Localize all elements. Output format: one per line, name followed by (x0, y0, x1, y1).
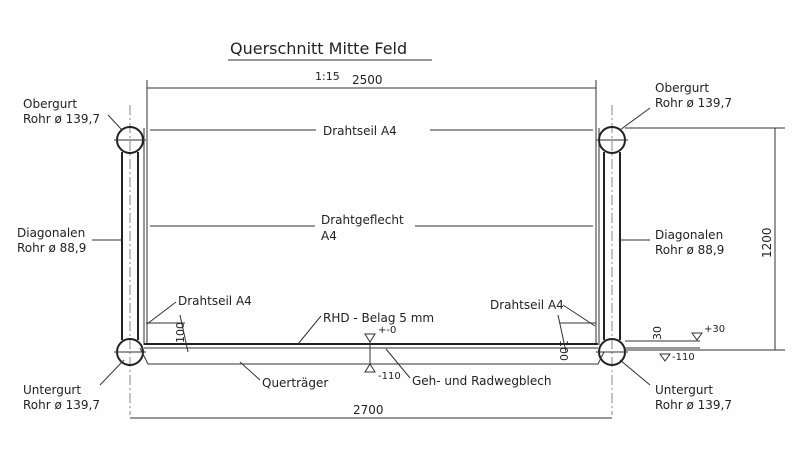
label-belag: RHD - Belag 5 mm (323, 311, 434, 325)
dim-1200: 1200 (760, 227, 774, 258)
dim-2500: 2500 (352, 73, 383, 87)
label-obergurt-right-2: Rohr ø 139,7 (655, 96, 732, 110)
level-marker-right-bottom (659, 353, 671, 362)
scale-label: 1:15 (315, 70, 340, 83)
label-untergurt-right-1: Untergurt (655, 383, 713, 397)
label-diagonalen-left-2: Rohr ø 88,9 (17, 241, 86, 255)
label-untergurt-left-1: Untergurt (23, 383, 81, 397)
label-quertraeger: Querträger (262, 376, 328, 390)
label-untergurt-left-2: Rohr ø 139,7 (23, 398, 100, 412)
dim-2700: 2700 (353, 403, 384, 417)
label-obergurt-left-1: Obergurt (23, 97, 77, 111)
level-deck: +-0 (378, 325, 396, 336)
left-post (114, 105, 148, 415)
level-marker-bottom (364, 363, 376, 373)
level-right-top: +30 (704, 324, 725, 335)
label-drahtgeflecht-1: Drahtgeflecht (321, 213, 404, 227)
label-obergurt-left-2: Rohr ø 139,7 (23, 112, 100, 126)
label-drahtseil-left: Drahtseil A4 (178, 294, 252, 308)
dim-100-right: 100 (557, 340, 570, 361)
label-diagonalen-left-1: Diagonalen (17, 226, 85, 240)
dim-30: 30 (651, 326, 664, 340)
drawing-title: Querschnitt Mitte Feld (230, 39, 407, 58)
right-post (595, 105, 628, 415)
label-drahtgeflecht-2: A4 (321, 229, 337, 243)
level-bottom: -110 (378, 371, 401, 382)
dim-100-left: 100 (174, 322, 187, 343)
deck (139, 322, 605, 365)
label-drahtseil-right: Drahtseil A4 (490, 298, 564, 312)
label-diagonalen-right-2: Rohr ø 88,9 (655, 243, 724, 257)
label-untergurt-right-2: Rohr ø 139,7 (655, 398, 732, 412)
label-diagonalen-right-1: Diagonalen (655, 228, 723, 242)
label-drahtseil-top: Drahtseil A4 (323, 124, 397, 138)
level-marker-right-top (691, 332, 703, 341)
level-marker-deck (364, 333, 376, 343)
level-right-bottom: -110 (672, 352, 695, 363)
label-blech: Geh- und Radwegblech (412, 374, 551, 388)
label-obergurt-right-1: Obergurt (655, 81, 709, 95)
